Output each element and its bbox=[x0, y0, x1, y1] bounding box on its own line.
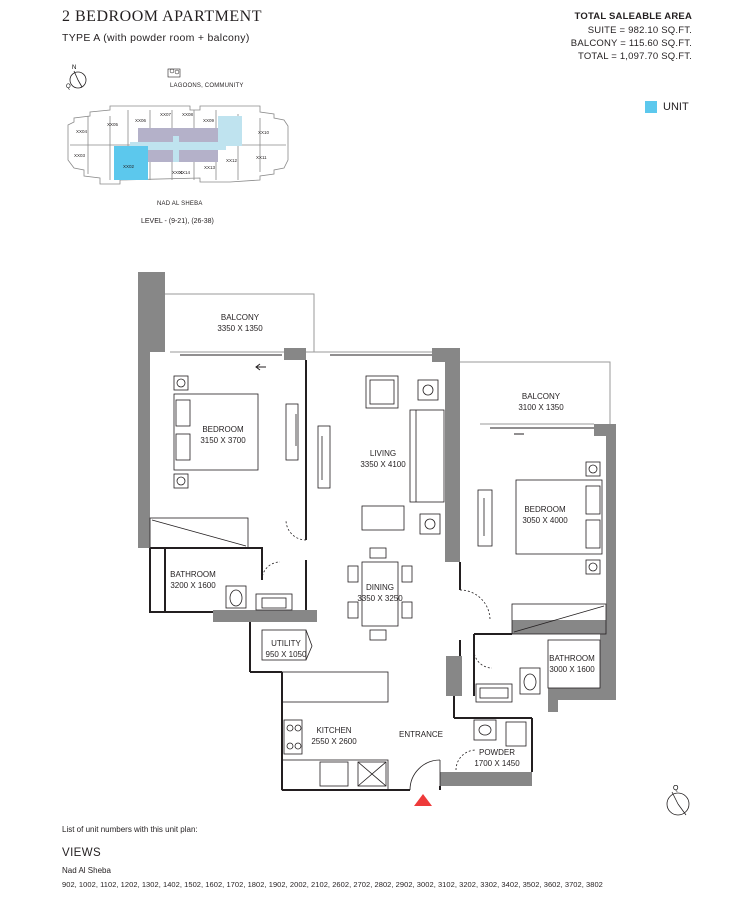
bedroom1-furniture bbox=[149, 375, 299, 549]
keyplan-unit-xx09: XX09 bbox=[203, 118, 215, 123]
unit-type-subtitle: TYPE A (with powder room + balcony) bbox=[62, 32, 250, 44]
views-title: VIEWS bbox=[62, 847, 102, 859]
bathroom1-size: 3200 X 1600 bbox=[170, 581, 216, 590]
bathroom2-fixtures bbox=[473, 639, 601, 703]
living-label: LIVING bbox=[370, 449, 396, 458]
keyplan-unit-xx03: XX03 bbox=[74, 153, 86, 158]
keyplan-compass-icon bbox=[69, 70, 87, 89]
keyplan-top-label: LAGOONS, COMMUNITY bbox=[170, 83, 244, 89]
compass-icon bbox=[666, 791, 690, 816]
powder-size: 1700 X 1450 bbox=[474, 759, 520, 768]
dining-size: 3350 X 3250 bbox=[357, 594, 403, 603]
utility-fixtures bbox=[261, 629, 313, 661]
bathroom1-label: BATHROOM bbox=[170, 570, 216, 579]
area-balcony: BALCONY = 115.60 SQ.FT. bbox=[570, 38, 692, 49]
living-size: 3350 X 4100 bbox=[360, 460, 406, 469]
unit-legend-swatch bbox=[645, 101, 657, 113]
unit-list-label: List of unit numbers with this unit plan… bbox=[62, 825, 198, 834]
area-suite: SUITE = 982.10 SQ.FT. bbox=[587, 25, 692, 36]
keyplan-unit-xx04: XX04 bbox=[76, 129, 88, 134]
keyplan-unit-xx12: XX12 bbox=[226, 158, 238, 163]
keyplan-unit-xx08: XX08 bbox=[182, 112, 194, 117]
bedroom2-size: 3050 X 4000 bbox=[522, 516, 568, 525]
keyplan-unit-xx02: XX02 bbox=[123, 164, 135, 169]
entrance-door bbox=[409, 589, 491, 791]
community-icon bbox=[167, 68, 181, 78]
floor-plan: BALCONY 3350 X 1350 BEDROOM 3150 X 3700 … bbox=[138, 272, 690, 816]
living-furniture bbox=[285, 375, 445, 541]
keyplan-unit-xx01: XX01 bbox=[172, 170, 184, 175]
keyplan-unit-xx14: XX14 bbox=[179, 170, 191, 175]
keyplan-unit-xx10: XX10 bbox=[258, 130, 270, 135]
keyplan-compass-q: Q bbox=[66, 84, 71, 90]
keyplan-unit-xx13: XX13 bbox=[204, 165, 216, 170]
dining-furniture bbox=[347, 547, 413, 641]
unit-legend-label: UNIT bbox=[663, 101, 689, 113]
bedroom2-label: BEDROOM bbox=[524, 505, 566, 514]
powder-fixtures bbox=[455, 719, 527, 771]
kitchen-label: KITCHEN bbox=[316, 726, 351, 735]
keyplan-unit-xx07: XX07 bbox=[160, 112, 172, 117]
kitchen-fixtures bbox=[281, 671, 389, 791]
area-title: TOTAL SALEABLE AREA bbox=[574, 11, 692, 22]
powder-label: POWDER bbox=[479, 748, 515, 757]
kitchen-size: 2550 X 2600 bbox=[311, 737, 357, 746]
sliding-doors bbox=[180, 354, 594, 435]
bathroom1-fixtures bbox=[225, 561, 293, 611]
structural-walls bbox=[138, 272, 616, 786]
keyplan-compass-n: N bbox=[72, 65, 76, 71]
key-plan: N Q XX01 XX02 XX03 XX04 XX05 XX06 XX07 X… bbox=[66, 65, 289, 185]
page-title: 2 BEDROOM APARTMENT bbox=[62, 8, 262, 25]
utility-label: UTILITY bbox=[271, 639, 301, 648]
compass-q: Q bbox=[673, 785, 679, 792]
keyplan-highlight-unit bbox=[114, 146, 148, 180]
entrance-label: ENTRANCE bbox=[399, 730, 443, 739]
balcony2-label: BALCONY bbox=[522, 392, 561, 401]
keyplan-unit-xx11: XX11 bbox=[256, 155, 267, 160]
keyplan-highlight-unit-secondary bbox=[218, 116, 242, 146]
keyplan-unit-xx05: XX05 bbox=[107, 122, 119, 127]
utility-size: 950 X 1050 bbox=[266, 650, 307, 659]
keyplan-level-label: LEVEL - (9-21), (26-38) bbox=[141, 218, 214, 225]
bedroom1-size: 3150 X 3700 bbox=[200, 436, 246, 445]
balcony-rails bbox=[149, 293, 611, 548]
bathroom2-label: BATHROOM bbox=[549, 654, 595, 663]
keyplan-bottom-label: NAD AL SHEBA bbox=[157, 201, 203, 207]
balcony1-size: 3350 X 1350 bbox=[217, 324, 263, 333]
views-location: Nad Al Sheba bbox=[62, 866, 111, 875]
balcony1-label: BALCONY bbox=[221, 313, 260, 322]
dining-label: DINING bbox=[366, 583, 394, 592]
balcony2-size: 3100 X 1350 bbox=[518, 403, 564, 412]
bathroom2-size: 3000 X 1600 bbox=[549, 665, 595, 674]
bedroom2-furniture bbox=[477, 461, 607, 635]
keyplan-unit-xx06: XX06 bbox=[135, 118, 147, 123]
area-total: TOTAL = 1,097.70 SQ.FT. bbox=[578, 51, 692, 62]
unit-number-list: 902, 1002, 1102, 1202, 1302, 1402, 1502,… bbox=[62, 880, 603, 889]
bedroom1-label: BEDROOM bbox=[202, 425, 244, 434]
entrance-arrow-icon bbox=[414, 794, 432, 806]
